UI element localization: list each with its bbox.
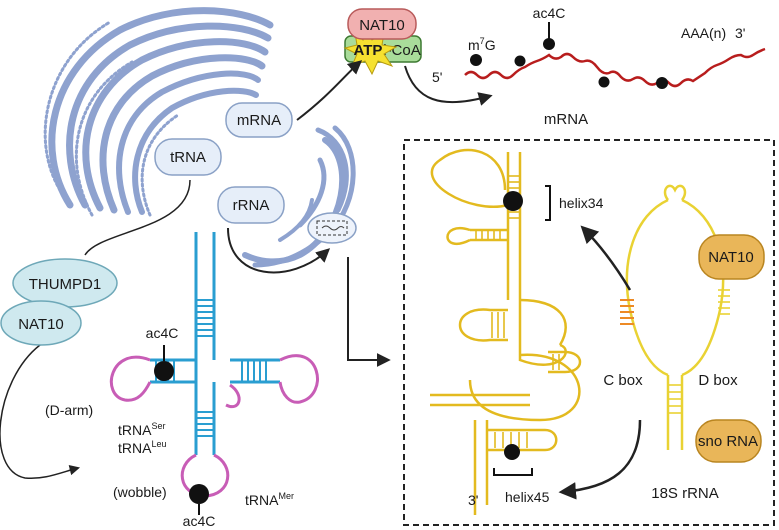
- rrna-18s-label: 18S rRNA: [651, 485, 719, 502]
- ribosome-icon: [242, 125, 356, 268]
- rrna-zoom-wave: [321, 225, 345, 231]
- snorna-structure: [625, 184, 725, 450]
- snorna-rungs: [668, 289, 730, 414]
- rrna-bubble-label: rRNA: [233, 197, 270, 214]
- nat10-top-pill: [347, 8, 417, 40]
- mrna-ac4c-dot: [543, 38, 555, 50]
- mrna-bubble-label: mRNA: [237, 112, 281, 129]
- rrna-inset-box: [403, 139, 775, 526]
- mrna-dot-4: [598, 76, 610, 88]
- mrna-bubble: [225, 102, 293, 138]
- trna-leu-label: tRNALeu: [118, 439, 166, 456]
- helix34-bracket: [545, 185, 551, 221]
- nat10-left-ellipse: [0, 300, 82, 346]
- ac4c-trna-top-label: ac4C: [146, 325, 179, 341]
- snorna-guide-rungs: [620, 299, 634, 325]
- nat10-top-label: NAT10: [359, 17, 405, 34]
- d-box-label: D box: [698, 372, 738, 389]
- mrna-dot-5: [656, 77, 668, 89]
- c-box-label: C box: [603, 372, 643, 389]
- ac4c-top-label: ac4C: [533, 5, 566, 21]
- wobble-label: (wobble): [113, 484, 167, 500]
- trna-ser-label: tRNASer: [118, 421, 165, 438]
- helix45-label: helix45: [505, 489, 550, 505]
- nat10-right-label: NAT10: [708, 249, 754, 266]
- atp-label: ATP: [354, 42, 383, 59]
- ac4c-trna-bottom-label: ac4C: [183, 513, 216, 529]
- mrna-caption: mRNA: [544, 111, 588, 128]
- aaa-label: AAA(n): [681, 25, 726, 41]
- arrow-rrna-to-ribosome: [227, 227, 331, 274]
- rrna-18s-structure: [430, 148, 582, 515]
- arrow-nat10-to-trna: [0, 344, 81, 480]
- trna-met-label: tRNAMer: [245, 491, 294, 508]
- arrow-ribosome-to-inset: [347, 257, 391, 367]
- arrow-nat10-to-mrna: [404, 65, 493, 106]
- three-prime-rrna-label: 3': [468, 492, 478, 508]
- rrna-basepair-rungs: [475, 175, 560, 448]
- arrow-snorna-to-helix45: [558, 419, 642, 500]
- snorna-pill: [695, 419, 762, 463]
- trna-ac4c-dot-bottom: [189, 484, 209, 504]
- arrow-snorna-to-helix34: [580, 225, 632, 291]
- trna-bubble: [154, 138, 222, 176]
- endoplasmic-reticulum-icon: [43, 7, 274, 217]
- helix45-ac4c-dot: [504, 444, 520, 460]
- helix34-ac4c-dot: [503, 191, 523, 211]
- rrna-zoom-target: [307, 212, 357, 244]
- arrow-mrna-to-nat10: [296, 60, 363, 121]
- helix45-bracket: [493, 468, 533, 476]
- nat10-left-label: NAT10: [18, 316, 64, 333]
- trna-ac4c-dot-top: [154, 361, 174, 381]
- five-prime-label: 5': [432, 69, 442, 85]
- helix34-label: helix34: [559, 195, 604, 211]
- d-arm-label: (D-arm): [45, 402, 93, 418]
- nat10-right-pill: [698, 234, 765, 280]
- trna-bubble-label: tRNA: [170, 149, 206, 166]
- rrna-bubble: [217, 186, 285, 224]
- mrna-m7g-dot: [470, 54, 482, 66]
- rrna-zoom-box: [316, 220, 348, 236]
- snorna-label: sno RNA: [698, 433, 758, 450]
- m7g-label: m7G: [468, 36, 496, 53]
- three-prime-top-label: 3': [735, 25, 745, 41]
- line-trna-to-thumpd1: [84, 179, 191, 256]
- mrna-dot-2: [514, 55, 526, 67]
- mrna-strand: [464, 47, 766, 88]
- thumpd1-label: THUMPD1: [29, 276, 102, 293]
